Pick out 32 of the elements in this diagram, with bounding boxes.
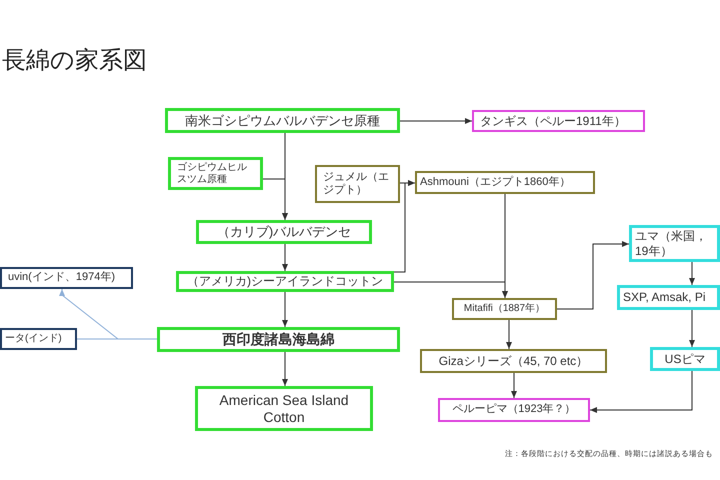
variety-box: ゴシピウムヒルスツム原種	[168, 157, 263, 190]
variety-box: （カリブ)バルバデンセ	[196, 220, 372, 244]
variety-box: USピマ	[650, 347, 720, 371]
arrow	[556, 241, 630, 310]
arrow	[506, 320, 512, 350]
arrow	[689, 310, 695, 348]
variety-box: ジュメル（エジプト）	[315, 165, 400, 203]
variety-box: ユマ（米国，19年）	[629, 225, 720, 262]
arrow	[502, 194, 508, 298]
arrow	[689, 262, 695, 286]
variety-box: Mitafifi（1887年）	[452, 298, 557, 320]
variety-box: 南米ゴシピウムバルバデンセ原種	[165, 108, 400, 133]
variety-box: Gizaシリーズ（45, 70 etc）	[420, 349, 607, 373]
variety-box: （アメリカ)シーアイランドコットン	[176, 271, 394, 292]
arrow	[282, 352, 288, 386]
variety-box: ータ(インド)	[0, 328, 77, 350]
variety-box: SXP, Amsak, Pi	[617, 285, 720, 310]
variety-box: American Sea Island Cotton	[195, 386, 373, 431]
arrow	[400, 118, 472, 124]
variety-box: タンギス（ペルー1911年）	[472, 110, 645, 132]
arrow	[282, 292, 288, 328]
arrow	[590, 370, 692, 413]
connector-line	[76, 338, 158, 340]
arrow	[282, 244, 288, 272]
variety-box: 西印度諸島海島綿	[157, 327, 400, 352]
variety-box: uvin(インド、1974年)	[0, 267, 133, 289]
title: 長綿の家系図	[2, 46, 147, 76]
arrow	[511, 372, 517, 398]
variety-box: ペルーピマ（1923年？）	[438, 398, 590, 422]
variety-box: Ashmouni（エジプト1860年）	[415, 171, 595, 194]
arrow	[394, 180, 416, 272]
arrow	[262, 178, 288, 220]
